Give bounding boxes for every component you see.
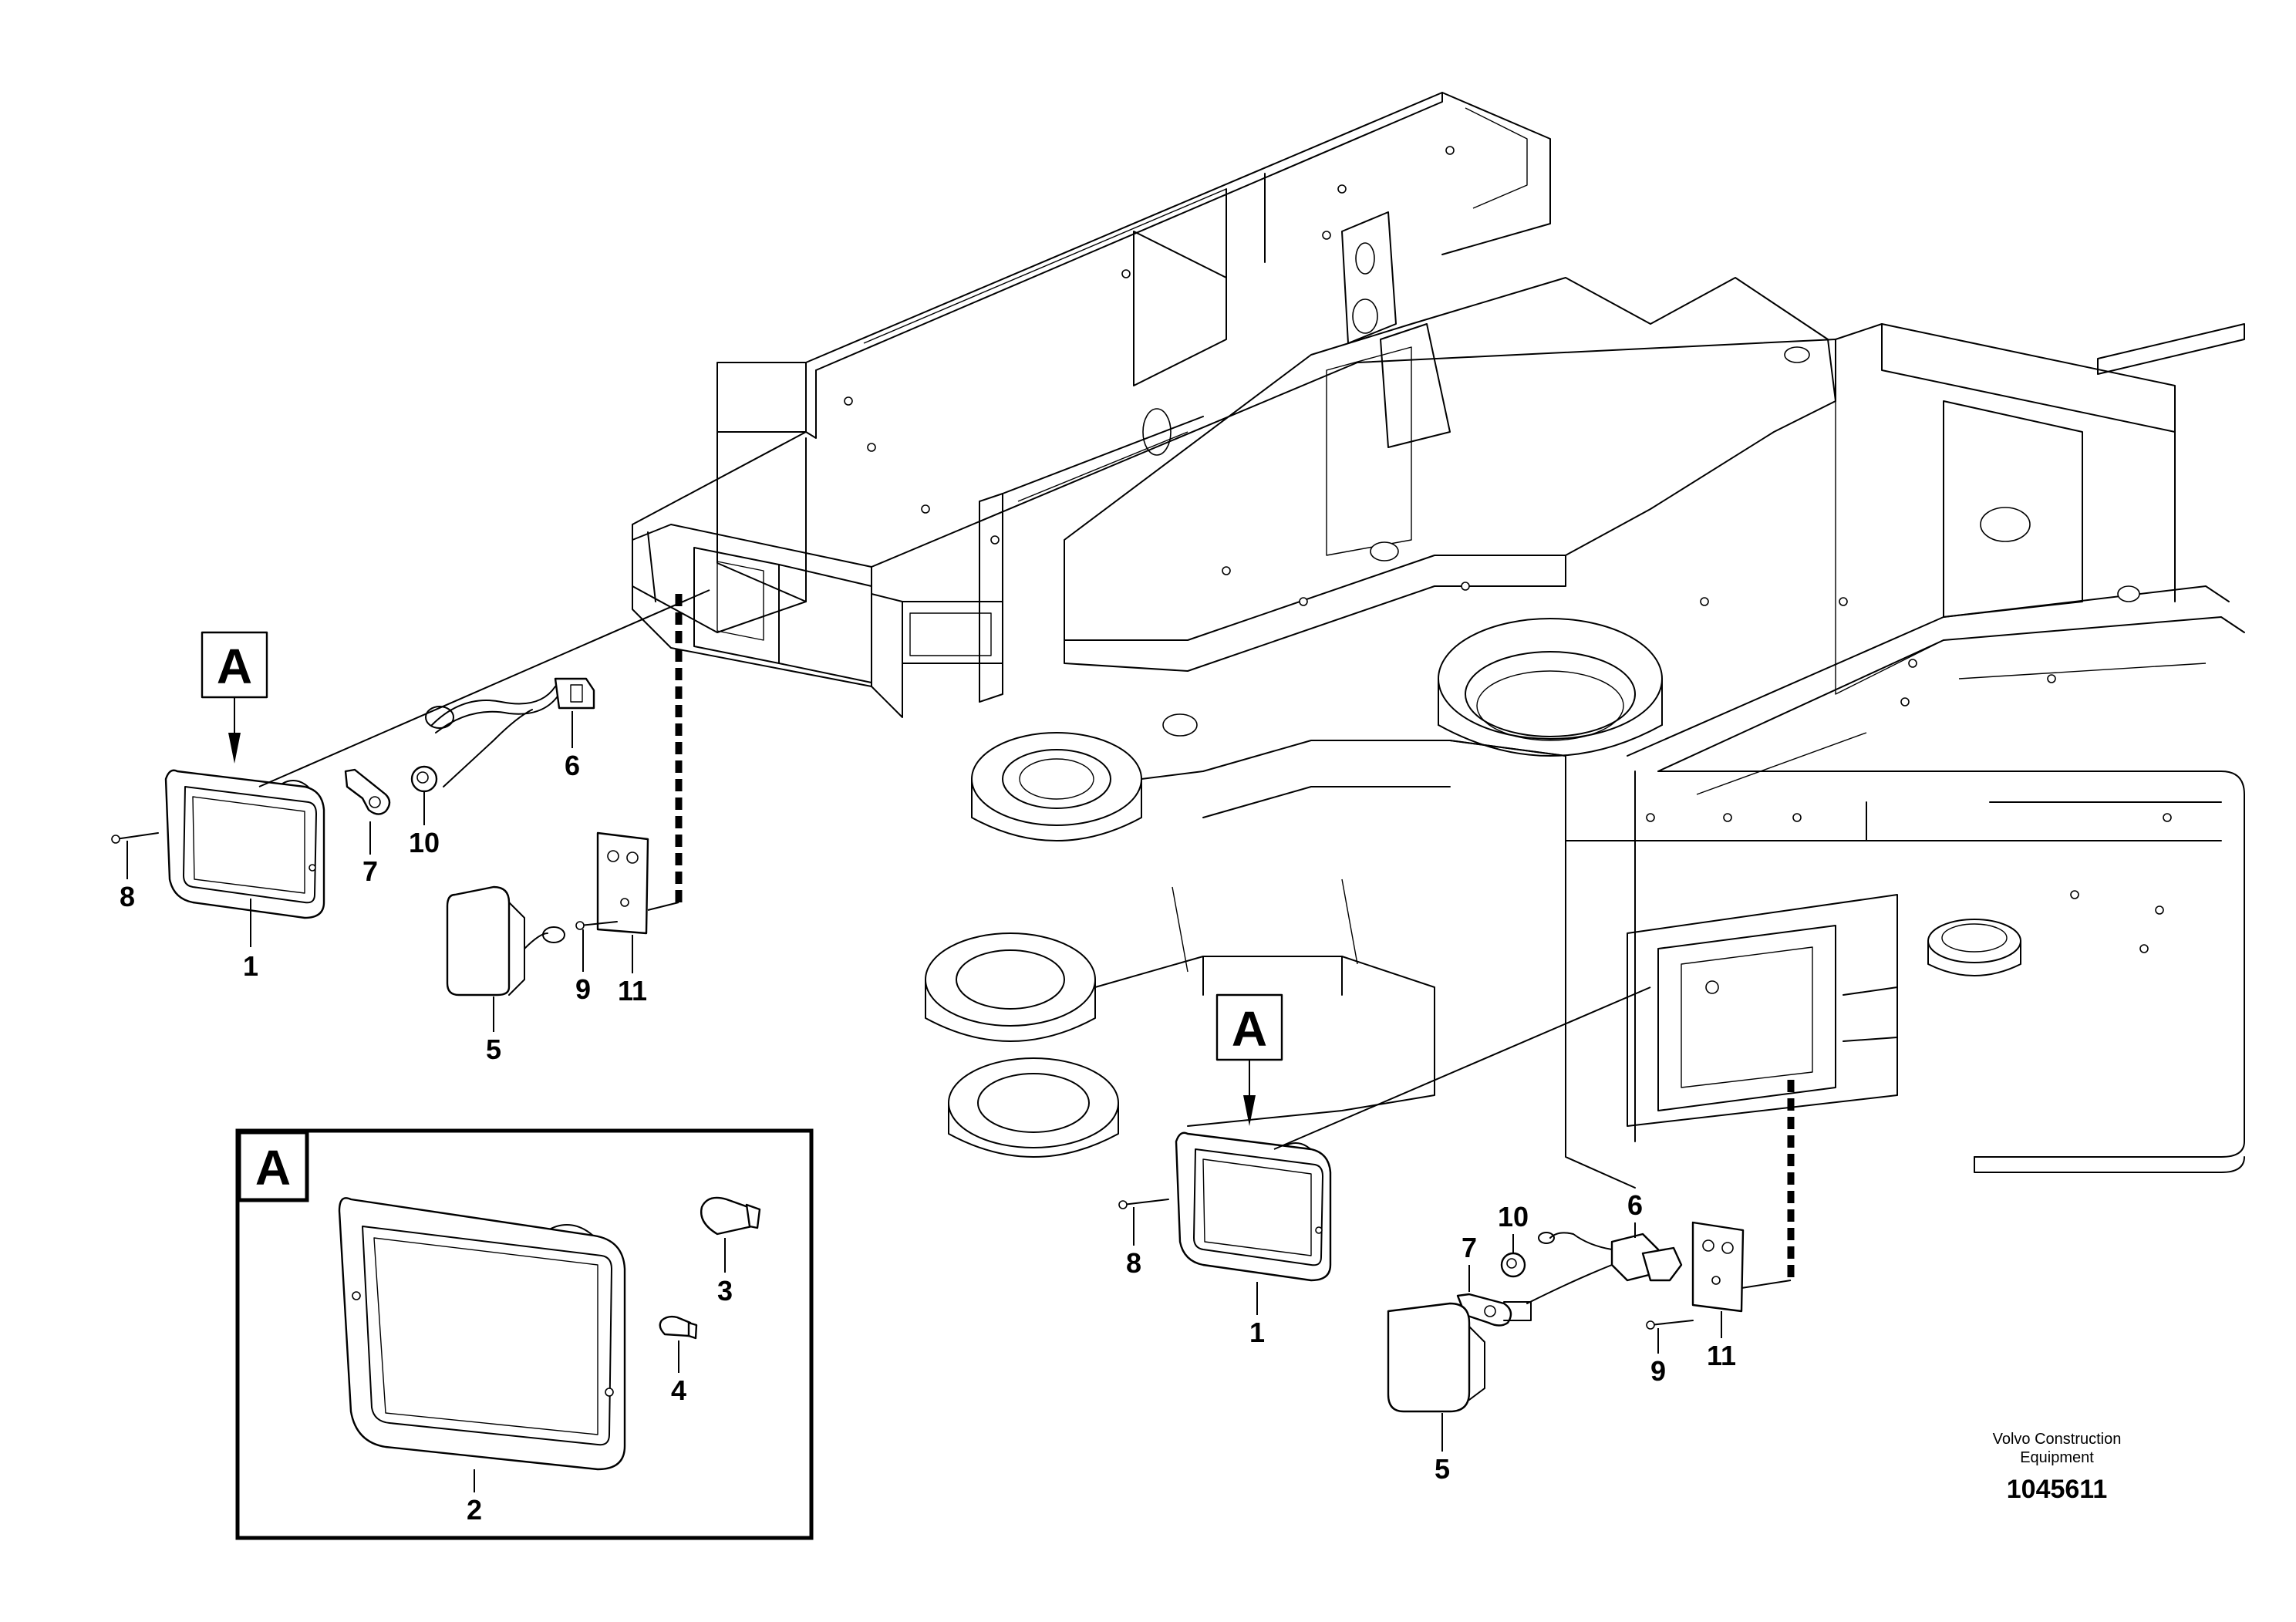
right-bracket [1456,1293,1532,1327]
right-callout-letter: A [1232,1001,1267,1057]
left-nut [410,765,438,793]
left-plate [596,594,683,935]
detail-box-a: A 2 3 4 [235,1128,814,1540]
right-callout-arrow [1243,1095,1256,1126]
right-label-7: 7 [1462,1232,1477,1263]
right-harness [1526,1232,1683,1304]
detail-label-2: 2 [467,1494,482,1526]
right-label-1: 1 [1249,1317,1265,1348]
left-label-5: 5 [486,1034,501,1065]
detail-lamp [338,1197,626,1471]
detail-letter-box [237,1130,309,1202]
left-screw-9 [575,921,618,930]
title-block: Volvo Construction Equipment 1045611 [1993,1431,2122,1504]
left-bracket [344,768,391,815]
right-label-6: 6 [1627,1189,1643,1221]
right-label-8: 8 [1126,1247,1141,1279]
left-work-lamp [164,769,325,919]
right-nut [1500,1252,1526,1278]
left-label-11: 11 [618,975,647,1007]
left-guard [446,885,565,996]
left-label-1: 1 [243,950,258,982]
left-label-9: 9 [575,973,591,1005]
left-callout-arrow [228,733,241,764]
left-callout-letter: A [217,639,252,694]
frame-holes [844,146,2172,953]
right-plate [1691,1080,1795,1313]
brand-line-2: Equipment [2020,1449,2094,1466]
right-label-9: 9 [1650,1355,1666,1387]
detail-label-4: 4 [671,1374,686,1406]
detail-bulb-small [659,1315,698,1340]
right-label-11: 11 [1707,1340,1736,1371]
left-light-assembly: A [111,589,710,1065]
detail-bulb-large [700,1196,761,1236]
detail-label-3: 3 [717,1275,733,1307]
right-screw-8 [1118,1199,1169,1209]
drawing-number: 1045611 [2007,1475,2108,1504]
excavator-frame [632,92,2245,1189]
right-guard [1387,1302,1485,1413]
right-screw-9 [1646,1320,1694,1330]
right-light-assembly: A [1118,986,1795,1485]
left-screw-8 [111,832,159,844]
left-label-6: 6 [565,750,580,781]
detail-letter: A [255,1140,291,1195]
right-label-5: 5 [1435,1453,1450,1485]
left-harness [425,677,595,787]
left-label-10: 10 [409,827,440,858]
brand-line-1: Volvo Construction [1993,1431,2122,1448]
right-work-lamp [1175,1131,1332,1282]
left-label-8: 8 [120,881,135,912]
right-label-10: 10 [1498,1201,1529,1233]
left-label-7: 7 [362,855,378,887]
